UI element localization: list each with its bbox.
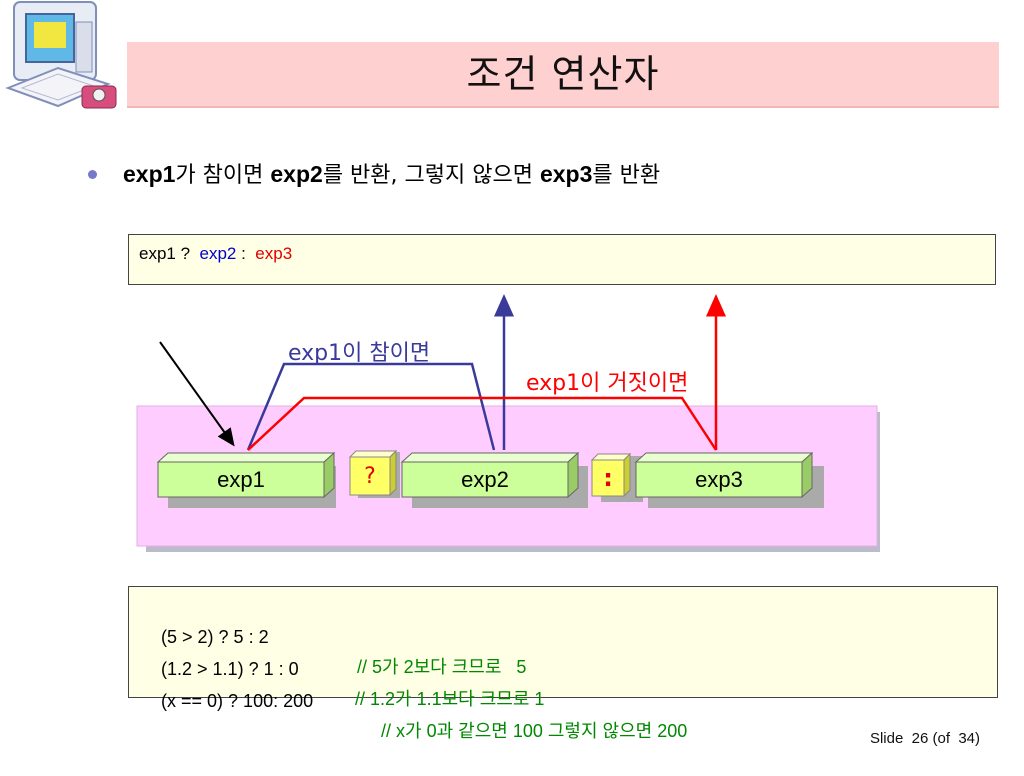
syntax-part-exp1: exp1 ? [139,244,200,263]
example-comment-2: // 1.2가 1.1보다 크므로 1 [355,689,545,709]
bullet-exp3: exp3 [539,161,593,187]
example-expr-1: (5 > 2) ? 5 : 2 [161,627,269,647]
example-row-1: (5 > 2) ? 5 : 2 // 5가 2보다 크므로 5 [141,592,526,677]
slide-counter: Slide 26 (of 34) [869,730,980,747]
box-exp2: exp2 [400,451,588,508]
op-question-label: ? [364,464,376,489]
example-expr-3: (x == 0) ? 100: 200 [161,691,314,711]
syntax-box: exp1 ? exp2 : exp3 [128,234,996,285]
op-colon: : [590,452,643,502]
example-comment-1: // 5가 2보다 크므로 5 [357,657,527,677]
box-exp3: exp3 [634,451,824,508]
syntax-part-exp2: exp2 [199,244,237,263]
bullet-line: exp1가 참이면 exp2를 반환, 그렇지 않으면 exp3를 반환 [88,154,660,194]
example-row-3: (x == 0) ? 100: 200 // x가 0과 같으면 100 그렇지… [141,656,687,741]
box-exp1-label: exp1 [217,467,265,492]
false-path [247,396,718,451]
syntax-part-exp3: exp3 [255,244,293,263]
bullet-text-2: 를 반환, 그렇지 않으면 [322,163,540,188]
bullet-text-1: 가 참이면 [175,163,271,188]
op-question: ? [348,449,400,498]
true-path [246,362,496,451]
box-exp1: exp1 [156,451,336,508]
example-expr-2: (1.2 > 1.1) ? 1 : 0 [161,659,299,679]
slide-title: 조건 연산자 [466,52,660,96]
bullet-dot-icon [88,170,97,179]
syntax-line: exp1 ? exp2 : exp3 [139,244,292,264]
example-comment-3: // x가 0과 같으면 100 그렇지 않으면 200 [381,721,688,741]
bullet-exp2: exp2 [270,161,323,187]
bullet-text-3: 를 반환 [592,163,661,188]
examples-box: (5 > 2) ? 5 : 2 // 5가 2보다 크므로 5 (1.2 > 1… [128,586,998,741]
op-colon-label: : [603,464,613,492]
example-row-2: (1.2 > 1.1) ? 1 : 0 // 1.2가 1.1보다 크므로 1 [141,624,544,709]
syntax-part-colon: : [236,244,256,263]
title-bar: 조건 연산자 [127,42,999,108]
false-label: exp1이 거짓이면 [526,371,688,396]
box-exp3-label: exp3 [695,467,743,492]
true-label: exp1이 참이면 [288,341,430,366]
computer-logo-icon [5,1,117,109]
pointer-arrow [159,341,235,447]
bullet-exp1: exp1 [123,161,176,187]
ternary-diagram: exp1 ? exp2 : exp3 exp1이 참이면 [136,294,880,552]
box-exp2-label: exp2 [461,467,509,492]
